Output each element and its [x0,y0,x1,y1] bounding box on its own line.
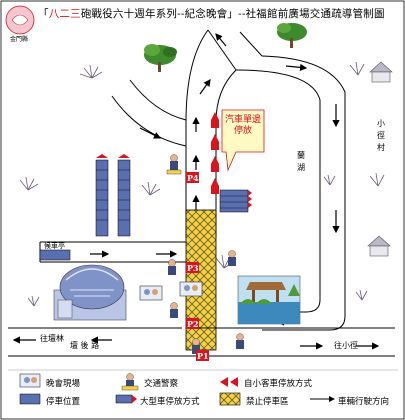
legend-direction-label: 車輛行駛方向 [338,397,390,407]
venue-building [53,264,127,321]
legend-police-icon [121,373,139,391]
p2-marker [186,318,199,329]
legend-police-label: 交通警察 [144,379,179,389]
bus-stop-shelter [39,249,71,261]
legend-car-icon [220,377,238,387]
police-icon [192,338,200,354]
title-highlight: 八二三 [48,8,81,20]
legend-venue-label: 晚會現場 [46,379,81,389]
p3-marker [186,262,199,273]
p1-marker [196,350,209,361]
venue-photo-icon [179,281,203,297]
house-icon [367,235,391,257]
lake-picture [237,275,301,325]
house-icon [369,61,393,83]
police-icon [168,259,176,275]
tree-icon [144,44,177,72]
police-icon [170,302,178,318]
lake-label: 蘭 湖 [297,151,305,172]
p2-label: P2 [187,319,199,329]
logo [5,5,35,35]
car-parking-markers [211,112,219,194]
venue-photo-icon [139,285,163,301]
legend-car-label: 自小客車停放方式 [244,379,313,389]
legend-parking-icon [19,393,41,405]
p3-label: P3 [187,263,199,273]
police-icon [228,250,236,266]
village-label: 小 徑 村 [377,119,385,152]
legend-parking-label: 停車位置 [46,397,81,407]
page-title: 「八二三砲戰役六十週年系列--紀念晚會」--社福館前廣場交通疏導管制圖 [38,6,385,21]
road-label-south: 壇 後 路 [70,341,100,350]
legend-bus-icon [115,394,137,404]
legend-no-parking-label: 禁止停車區 [246,397,289,407]
police-icon [236,333,244,349]
p4-label: P4 [187,173,199,183]
bus-parking-right [219,189,252,213]
title-prefix: 「 [38,8,49,20]
bus-parking-left [95,154,131,237]
p4-marker [186,172,199,183]
no-parking-zone [185,327,217,351]
legend-no-parking-icon [219,392,241,406]
tree-icon [277,23,307,48]
callout-box [221,109,265,172]
callout-text: 汽車單邊停放 [224,115,261,136]
bus-stop-label: 候車亭 [44,242,65,250]
title-main: 砲戰役六十週年系列--紀念晚會」--社福館前廣場交通疏導管制圖 [80,8,385,20]
to-east-label: 往小徑 [334,341,358,350]
bush-icon [19,61,385,307]
to-west-label: 往壇林 [40,334,64,343]
p1-label: P1 [197,351,209,361]
logo-text: 金門縣 [10,36,29,43]
legend-bus-label: 大型車停放方式 [140,397,200,407]
police-icon [166,154,182,175]
legend-venue-icon [19,373,41,388]
